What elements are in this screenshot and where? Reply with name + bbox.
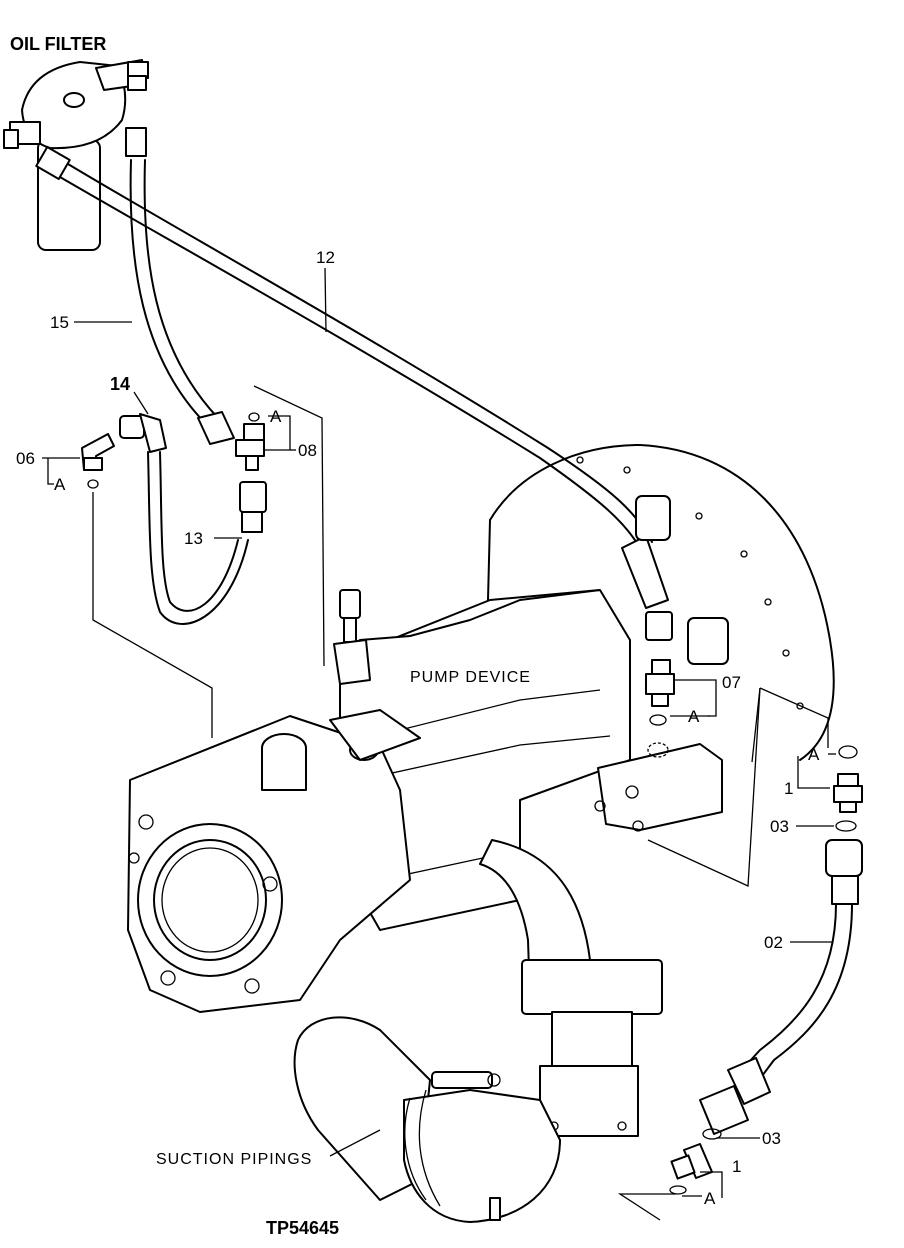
pump-device [127,589,723,1137]
callout-06: 06 [16,449,35,468]
callout-15: 15 [50,313,69,332]
connector-1-lower [669,1128,722,1195]
callout-03-upper: 03 [770,817,789,836]
suction-pipings [293,1016,561,1223]
suction-pipings-label: SUCTION PIPINGS [156,1151,312,1168]
reference-lines [42,267,836,1221]
connector-1-upper [833,745,863,832]
flywheel-housing [487,444,835,761]
hose-13 [147,451,267,625]
callout-a-06: A [54,475,66,494]
tee-fitting-08 [235,412,265,471]
connector-07 [645,659,675,758]
pump-device-label: PUMP DEVICE [410,669,531,686]
callout-07: 07 [722,673,741,692]
callout-13: 13 [184,529,203,548]
callout-a-07: A [688,707,700,726]
callout-12: 12 [316,248,335,267]
elbow-fitting-06 [81,433,115,489]
callout-1-lower: 1 [732,1157,741,1176]
callout-a-08: A [270,407,282,426]
hose-02 [699,839,863,1135]
oil-filter [3,59,149,251]
figure-id: TP54645 [266,1218,339,1238]
callout-02: 02 [764,933,783,952]
elbow-fitting-14 [119,413,167,453]
callout-1-upper: 1 [784,779,793,798]
callout-14: 14 [110,374,130,394]
callout-a-1-lower: A [704,1189,716,1208]
callout-a-1-upper: A [808,745,820,764]
callout-08: 08 [298,441,317,460]
hose-15 [129,159,235,445]
diagram-title: OIL FILTER [10,34,106,54]
callout-03-lower: 03 [762,1129,781,1148]
